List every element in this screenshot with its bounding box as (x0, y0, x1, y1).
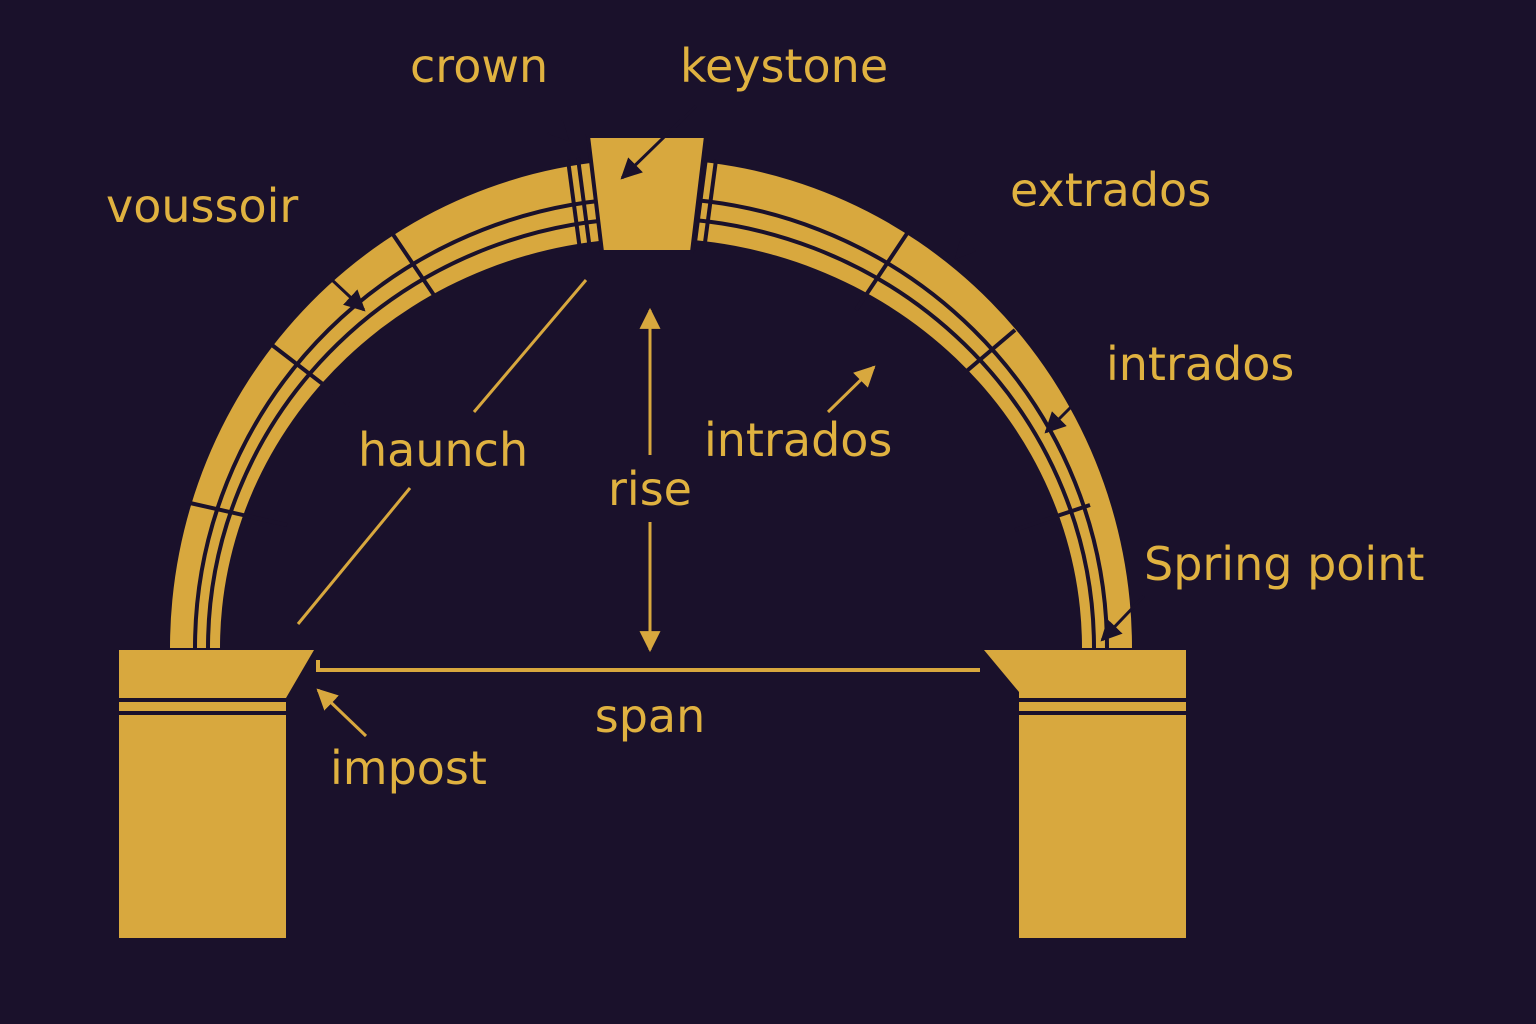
right-impost-block (984, 650, 1024, 698)
label-span: span (595, 689, 706, 743)
label-intrados-inner: intrados (704, 413, 892, 467)
haunch-leader-upper (472, 279, 588, 413)
left-impost-block (282, 650, 314, 698)
spring-point-leader (1100, 594, 1146, 642)
voussoir-joints (189, 228, 1091, 532)
voussoir-leader (296, 246, 366, 312)
left-pier (119, 650, 286, 938)
label-voussoir: voussoir (106, 179, 298, 233)
keystone-leader (620, 104, 698, 180)
label-crown: crown (410, 39, 548, 93)
arch-ring (170, 159, 1132, 648)
intrados-leader-outer (1044, 384, 1094, 434)
impost-leader (316, 688, 368, 738)
right-pier (1019, 650, 1186, 938)
span-line (316, 660, 980, 672)
label-keystone: keystone (680, 39, 888, 93)
label-rise: rise (608, 462, 692, 516)
crown-leader (526, 96, 570, 142)
label-extrados: extrados (1010, 163, 1211, 217)
label-spring-point: Spring point (1144, 537, 1424, 591)
label-intrados-outer: intrados (1106, 337, 1294, 391)
haunch-leader-lower (296, 487, 412, 625)
extrados-leader (954, 208, 1002, 260)
intrados-leader-inner (826, 365, 876, 414)
label-haunch: haunch (358, 423, 528, 477)
leader-arrows (296, 96, 1146, 738)
label-impost: impost (330, 741, 487, 795)
